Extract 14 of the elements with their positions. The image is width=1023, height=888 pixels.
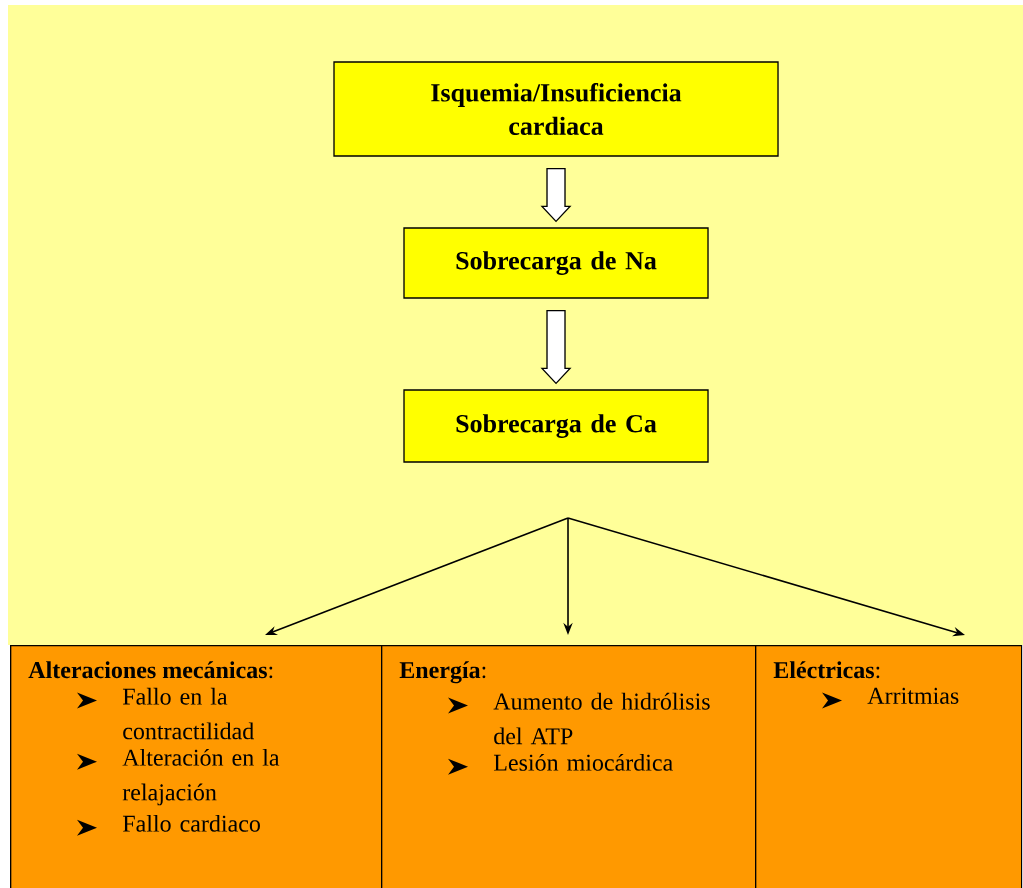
- process-box: Sobrecarga de Ca: [403, 389, 709, 463]
- list-item: Fallo en la contractilidad: [122, 687, 254, 740]
- process-box: Sobrecarga de Na: [403, 227, 709, 299]
- list-item: Fallo cardiaco: [122, 814, 260, 832]
- process-box: Isquemia/Insuficiencia cardiaca: [333, 61, 779, 157]
- list-item: Arritmias: [867, 687, 959, 704]
- list-item: Alteración en la relajación: [122, 748, 280, 806]
- list-item: Lesión miocárdica: [493, 753, 673, 771]
- block-arrow: [540, 168, 572, 223]
- cell-heading: Eléctricas:: [773, 661, 880, 679]
- cell-heading: Energía:: [399, 661, 486, 684]
- block-arrow: [540, 310, 572, 385]
- list-item: Aumento de hidrólisis del ATP: [493, 692, 710, 745]
- cell-heading: Alteraciones mecánicas:: [28, 661, 273, 679]
